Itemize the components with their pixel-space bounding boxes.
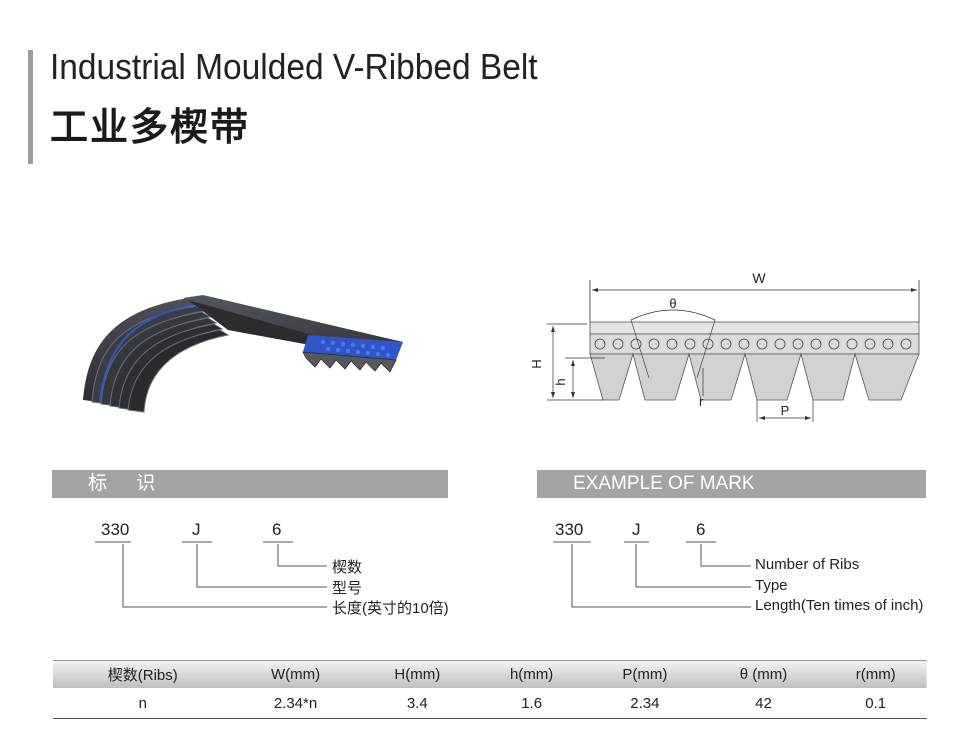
title-accent-bar [28, 50, 33, 164]
mark-label-type: 型号 [332, 580, 363, 597]
marking-leader-lines-cn [95, 541, 327, 608]
cell-theta: 42 [702, 688, 825, 719]
column-header-p: P(mm) [587, 660, 703, 688]
section-header-marking-en: EXAMPLE OF MARK [537, 470, 926, 498]
mark-code-length: 330 [101, 520, 130, 539]
marking-example-cn: 330 J 6 楔数 型号 长度(英寸的10倍) [95, 516, 515, 626]
dim-label-p: P [781, 403, 790, 418]
mark-label-ribs: 楔数 [332, 559, 363, 576]
section-header-marking-cn: 标 识 [52, 470, 448, 498]
table-row: n 2.34*n 3.4 1.6 2.34 42 0.1 [53, 688, 927, 719]
dim-label-h-lower: h [553, 378, 568, 385]
dim-label-theta: θ [669, 296, 676, 311]
belt-cross-section-diagram: W θ H h r P [529, 270, 920, 422]
cell-r: 0.1 [824, 688, 927, 719]
page-title-english: Industrial Moulded V-Ribbed Belt [50, 46, 538, 87]
cell-ribs: n [53, 688, 233, 719]
column-header-r: r(mm) [824, 660, 927, 688]
cell-p: 2.34 [587, 688, 703, 719]
column-header-h-upper: H(mm) [358, 660, 477, 688]
mark-label-type: Type [755, 577, 788, 594]
marking-leader-lines-en [553, 541, 751, 608]
column-header-theta: θ (mm) [702, 660, 825, 688]
column-header-ribs: 楔数(Ribs) [53, 660, 233, 688]
mark-code-ribs: 6 [696, 520, 706, 539]
mark-label-length: 长度(英寸的10倍) [332, 600, 449, 617]
mark-code-type: J [192, 520, 201, 539]
dim-label-r: r [699, 394, 704, 409]
cell-w: 2.34*n [232, 688, 359, 719]
mark-label-ribs: Number of Ribs [755, 556, 860, 573]
page-title-chinese: 工业多楔带 [50, 107, 251, 149]
column-header-w: W(mm) [232, 660, 359, 688]
dim-label-h-upper: H [529, 359, 544, 368]
marking-example-en: 330 J 6 Number of Ribs Type Length(Ten t… [545, 516, 970, 626]
belt-product-image [83, 295, 403, 413]
cell-h-upper: 3.4 [358, 688, 477, 719]
dim-label-w: W [752, 270, 766, 286]
column-header-h-lower: h(mm) [476, 660, 588, 688]
mark-label-length: Length(Ten times of inch) [755, 597, 924, 614]
table-header-row: 楔数(Ribs) W(mm) H(mm) h(mm) P(mm) θ (mm) … [53, 660, 927, 688]
mark-code-length: 330 [555, 520, 584, 539]
mark-code-ribs: 6 [272, 520, 282, 539]
mark-code-type: J [632, 520, 641, 539]
belt-spec-table: 楔数(Ribs) W(mm) H(mm) h(mm) P(mm) θ (mm) … [53, 660, 927, 719]
cell-h-lower: 1.6 [476, 688, 588, 719]
